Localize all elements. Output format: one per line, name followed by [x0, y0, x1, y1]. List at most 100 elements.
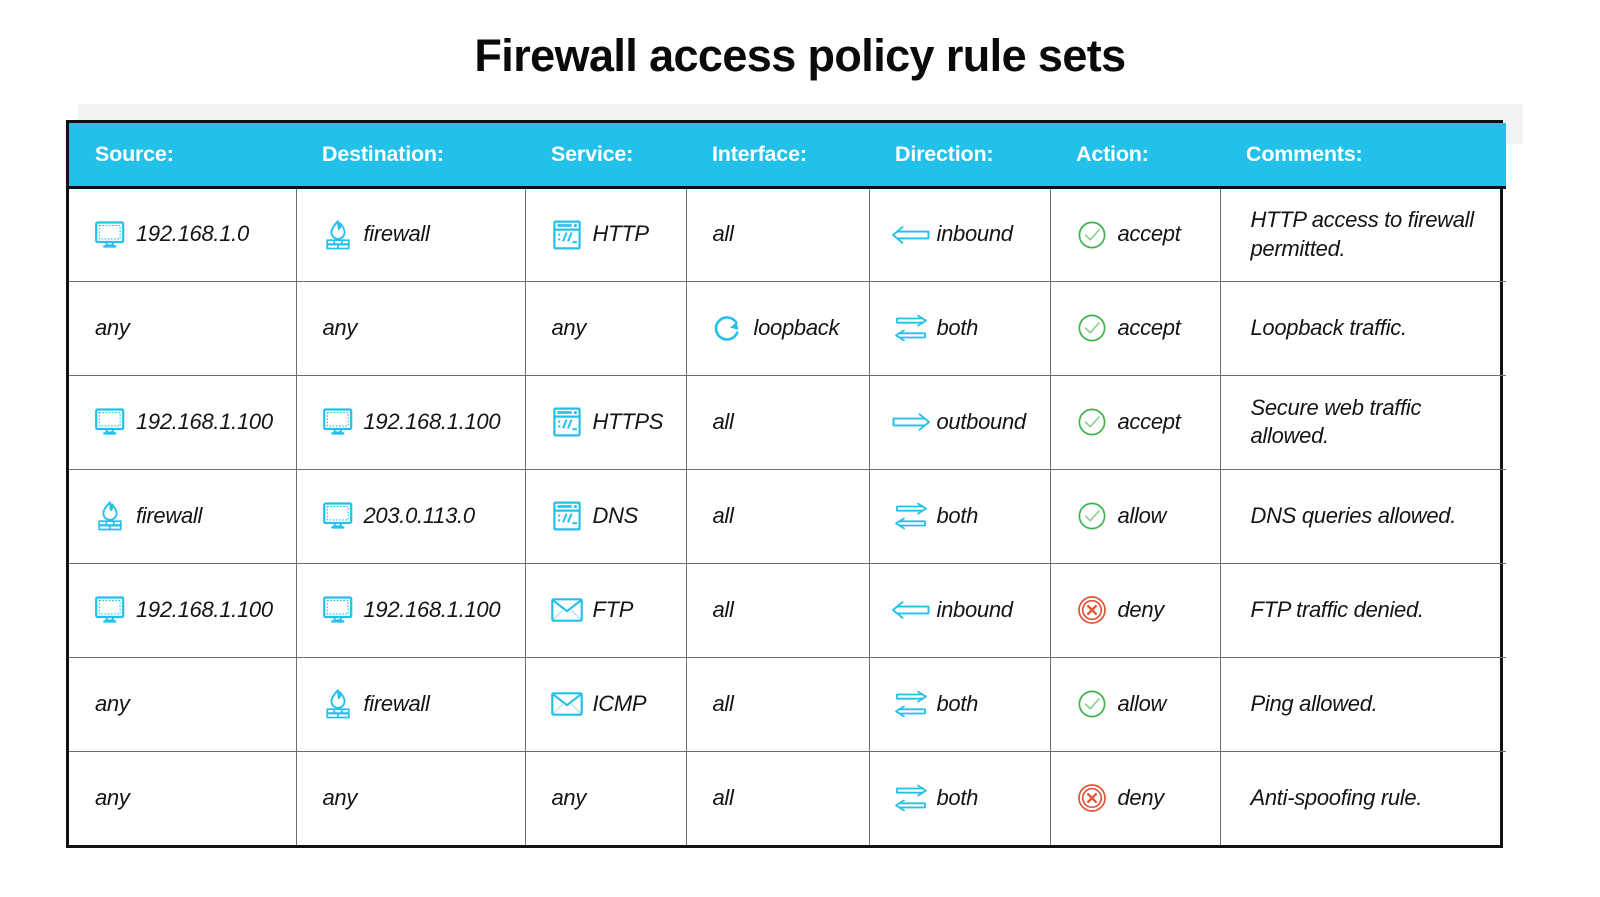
- cell-source: any: [69, 281, 297, 376]
- browser-icon: [552, 407, 582, 437]
- cell-direction: both: [869, 469, 1051, 564]
- firewall-icon: [323, 689, 353, 719]
- cell-content-destination: 192.168.1.100: [322, 407, 511, 437]
- cell-service: FTP: [525, 563, 687, 658]
- table-row[interactable]: 192.168.1.100 192.168.1.100 HTTPS all outbou…: [69, 375, 1506, 470]
- cell-text-direction: both: [936, 785, 979, 811]
- cell-text-interface: all: [712, 502, 734, 528]
- cell-text-interface: all: [712, 596, 734, 622]
- cell-content-comments: Anti-spoofing rule.: [1251, 784, 1493, 812]
- cell-text-source: 192.168.1.100: [136, 408, 273, 434]
- cell-text-comments: DNS queries allowed.: [1250, 502, 1457, 528]
- column-header-destination[interactable]: Destination:: [296, 123, 525, 187]
- column-header-service[interactable]: Service:: [525, 123, 686, 187]
- cell-content-interface: all: [713, 220, 855, 248]
- column-header-direction[interactable]: Direction:: [869, 123, 1050, 187]
- cell-text-interface: all: [712, 785, 734, 811]
- cell-text-service: any: [551, 314, 587, 340]
- cell-text-action: allow: [1117, 502, 1167, 528]
- cell-text-action: accept: [1117, 408, 1181, 434]
- monitor-icon: [95, 595, 125, 625]
- loopback-icon: [713, 313, 743, 343]
- cell-comments: Secure web traffic allowed.: [1220, 375, 1506, 470]
- firewall-icon: [323, 219, 353, 250]
- cell-text-destination: any: [322, 314, 358, 340]
- cell-content-service: FTP: [550, 595, 672, 625]
- cell-direction: outbound: [869, 375, 1051, 470]
- cell-text-service: HTTPS: [592, 408, 664, 434]
- cell-content-source: any: [95, 690, 282, 718]
- cell-content-destination: 203.0.113.0: [322, 501, 511, 531]
- cell-text-destination: 203.0.113.0: [363, 502, 476, 528]
- cell-direction: both: [869, 281, 1051, 376]
- cell-text-action: accept: [1117, 221, 1181, 247]
- cell-text-destination: 192.168.1.100: [363, 408, 501, 434]
- cell-content-service: DNS: [552, 501, 672, 531]
- cell-action: allow: [1050, 657, 1221, 752]
- cell-text-source: any: [95, 690, 130, 716]
- cell-source: 192.168.1.100: [69, 563, 297, 658]
- cell-content-interface: all: [713, 690, 855, 718]
- cell-content-service: any: [552, 784, 672, 812]
- cell-text-source: any: [95, 314, 130, 340]
- cell-content-action: allow: [1077, 501, 1206, 531]
- cell-text-service: HTTP: [592, 221, 650, 247]
- cell-destination: any: [296, 751, 526, 845]
- cell-text-comments: FTP traffic denied.: [1250, 596, 1425, 622]
- cell-text-source: 192.168.1.0: [136, 221, 249, 247]
- cell-content-action: deny: [1077, 595, 1206, 625]
- monitor-icon: [322, 595, 353, 625]
- cell-destination: firewall: [296, 657, 526, 752]
- cell-source: 192.168.1.100: [69, 375, 297, 470]
- cell-destination: 192.168.1.100: [296, 375, 526, 470]
- cell-content-direction: both: [894, 783, 1036, 813]
- cell-destination: 203.0.113.0: [296, 469, 526, 564]
- check-circle-icon: [1077, 407, 1107, 437]
- cell-text-comments: HTTP access to firewall permitted.: [1250, 207, 1475, 261]
- cell-comments: FTP traffic denied.: [1220, 563, 1506, 658]
- browser-icon: [552, 501, 582, 531]
- cell-content-interface: all: [713, 784, 855, 812]
- column-header-comments[interactable]: Comments:: [1220, 123, 1506, 187]
- cell-interface: all: [686, 563, 870, 658]
- cell-text-destination: 192.168.1.100: [363, 596, 501, 622]
- column-header-action[interactable]: Action:: [1050, 123, 1220, 187]
- monitor-icon: [95, 407, 125, 437]
- cell-text-direction: both: [936, 502, 979, 528]
- cell-content-destination: firewall: [323, 219, 511, 250]
- cell-content-direction: outbound: [892, 407, 1036, 437]
- column-header-source[interactable]: Source:: [69, 123, 296, 187]
- cell-text-source: any: [95, 785, 130, 811]
- cell-action: deny: [1050, 751, 1221, 845]
- cell-interface: all: [686, 375, 870, 470]
- cell-content-source: any: [95, 314, 282, 342]
- arrows-both-icon: [894, 313, 927, 343]
- cell-interface: all: [686, 469, 870, 564]
- cell-text-direction: both: [936, 314, 979, 340]
- cell-text-action: deny: [1117, 596, 1165, 622]
- cell-content-direction: both: [894, 689, 1036, 719]
- cell-direction: both: [869, 751, 1051, 845]
- cell-content-action: accept: [1077, 220, 1206, 250]
- cell-action: accept: [1050, 375, 1221, 470]
- monitor-icon: [322, 407, 353, 437]
- cell-content-source: 192.168.1.0: [95, 220, 282, 250]
- cell-interface: all: [686, 751, 870, 845]
- check-circle-icon: [1077, 313, 1107, 343]
- cell-source: 192.168.1.0: [69, 187, 297, 282]
- cell-content-comments: DNS queries allowed.: [1251, 502, 1493, 530]
- cell-content-comments: FTP traffic denied.: [1251, 596, 1493, 624]
- cell-content-interface: all: [713, 502, 855, 530]
- cell-action: allow: [1050, 469, 1221, 564]
- column-header-interface[interactable]: Interface:: [686, 123, 869, 187]
- cell-text-source: 192.168.1.100: [136, 596, 273, 622]
- page-title: Firewall access policy rule sets: [474, 30, 1126, 81]
